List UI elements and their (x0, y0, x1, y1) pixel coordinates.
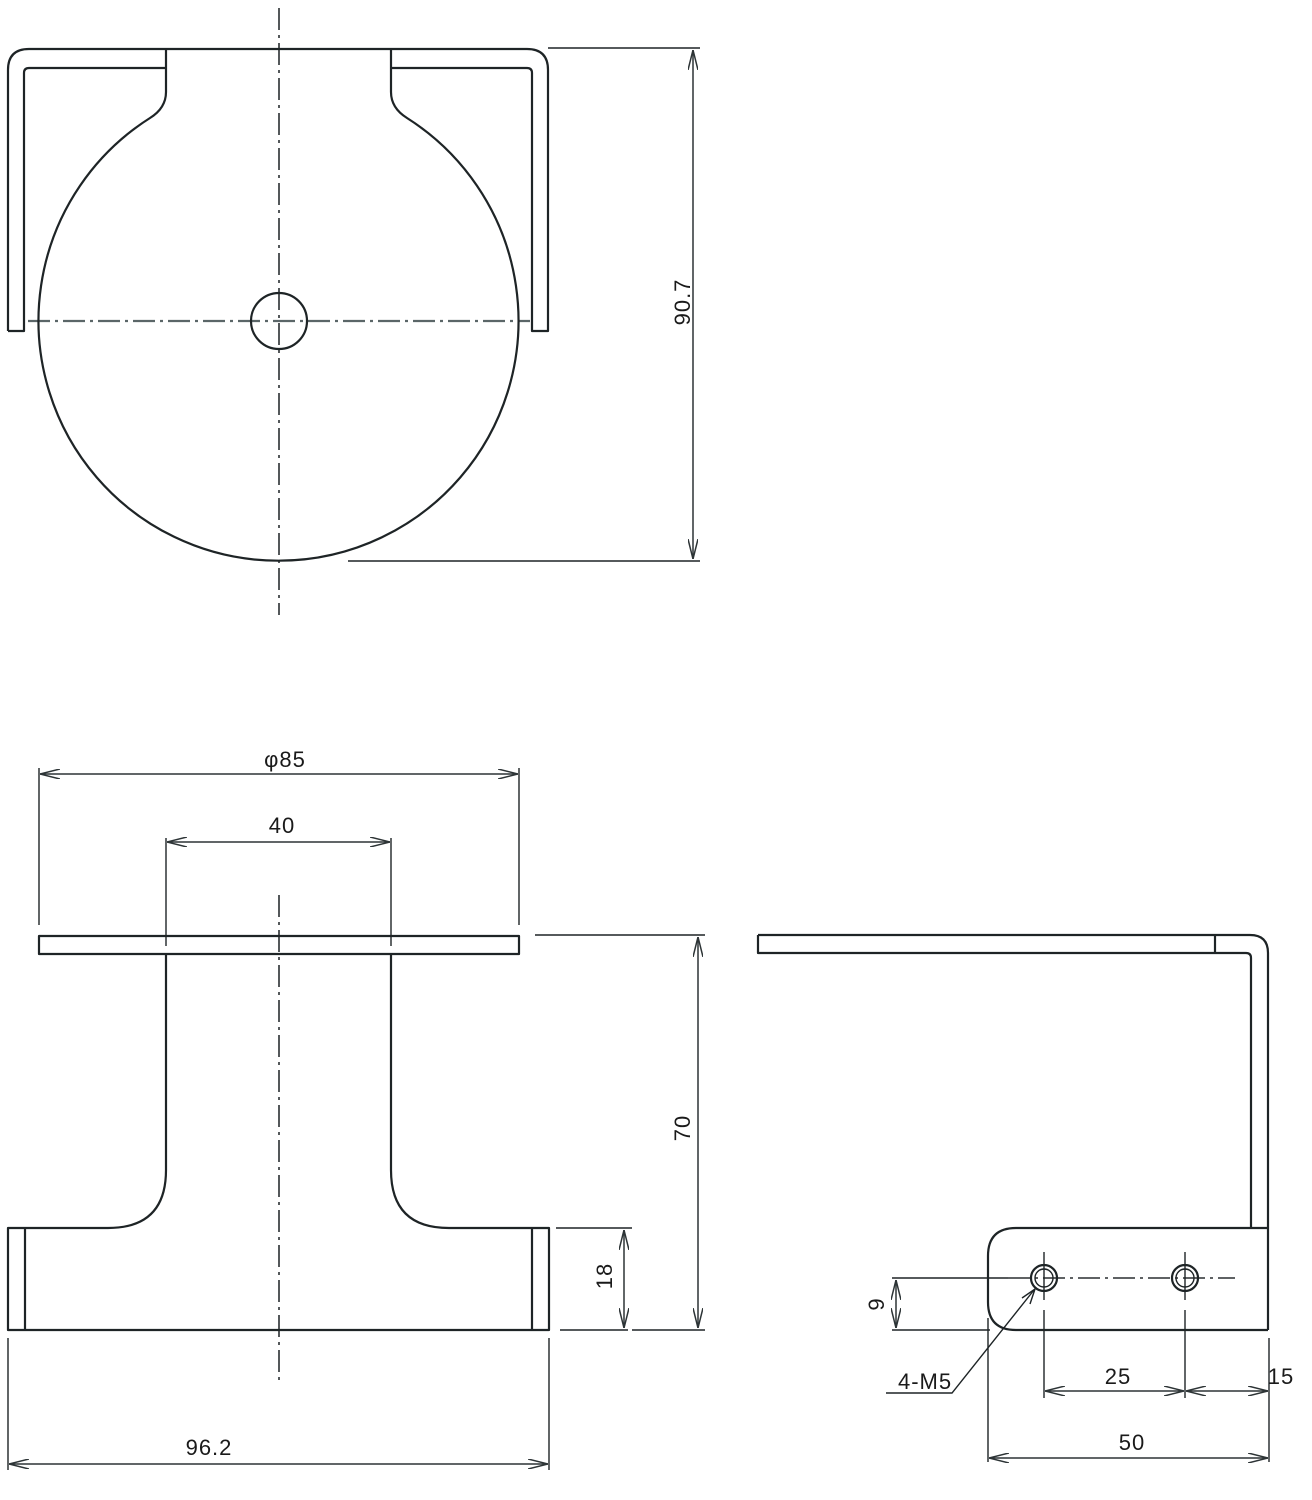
front-view: φ85 40 70 18 96.2 (6, 747, 705, 1470)
center-hole (249, 291, 309, 351)
dimension-label-overall-height: 90.7 (670, 279, 695, 326)
side-bracket-outline (756, 933, 1270, 1330)
top-plate (37, 934, 521, 956)
side-view: 9 4-M5 25 15 50 (756, 933, 1294, 1462)
dimension-label-disc-diameter: φ85 (264, 747, 306, 772)
hole-2 (1170, 1252, 1200, 1300)
disc-outline (37, 49, 520, 562)
body-outline (6, 954, 551, 1332)
hole-spec-leader-arrow (1021, 1287, 1037, 1305)
bracket-outline (6, 47, 550, 333)
dimension-label-hole-spacing: 25 (1105, 1364, 1131, 1389)
dimension-label-edge-offset: 15 (1268, 1364, 1294, 1389)
top-view: 90.7 (6, 8, 700, 615)
hole-1 (1029, 1252, 1059, 1300)
dimension-label-hole-height: 9 (864, 1297, 889, 1310)
dimension-label-base-height: 18 (592, 1263, 617, 1289)
base-flange-outline (986, 1226, 1268, 1332)
hole-spec-callout: 4-M5 (898, 1369, 952, 1394)
dimension-label-overall-width: 96.2 (186, 1435, 233, 1460)
hole-spec-leader (886, 1289, 1035, 1394)
dimension-label-height: 70 (670, 1115, 695, 1141)
dimension-label-base-length: 50 (1119, 1430, 1145, 1455)
dimension-label-neck-width: 40 (269, 813, 295, 838)
